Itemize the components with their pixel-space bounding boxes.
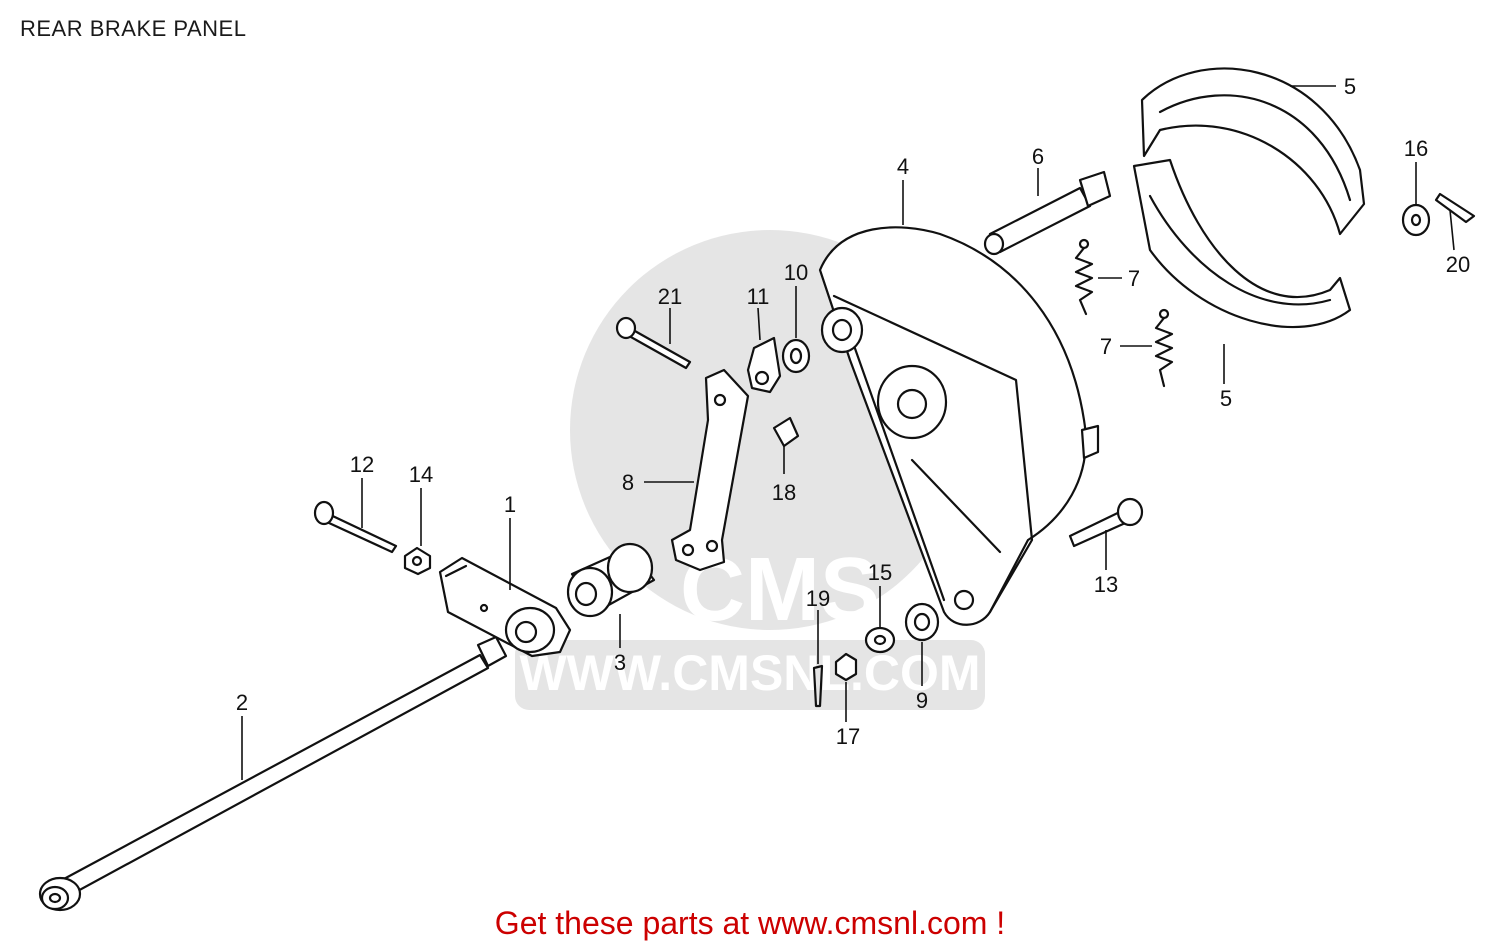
callout-labels: 1 2 3 4 5 5 6 7 7 8 9 10 11 12 13 14 15 … xyxy=(236,74,1470,749)
callout-6: 6 xyxy=(1032,144,1044,169)
page-title: REAR BRAKE PANEL xyxy=(20,16,247,41)
callout-16: 16 xyxy=(1404,136,1428,161)
callout-2: 2 xyxy=(236,690,248,715)
callout-21: 21 xyxy=(658,284,682,309)
part-2-brake-shaft xyxy=(38,635,508,912)
callout-14: 14 xyxy=(409,462,433,487)
part-8-link-arm xyxy=(670,368,750,572)
part-6-brake-cam xyxy=(983,170,1112,256)
part-3-collar xyxy=(566,542,656,618)
callout-20: 20 xyxy=(1446,252,1470,277)
callout-5-upper: 5 xyxy=(1344,74,1356,99)
callout-15: 15 xyxy=(868,560,892,585)
part-5-brake-shoe-lower xyxy=(1132,158,1352,329)
leader-lines xyxy=(241,85,1455,780)
part-21-bolt xyxy=(615,316,692,370)
callout-5-lower: 5 xyxy=(1220,386,1232,411)
part-20-cotter-pin xyxy=(1434,192,1476,224)
callout-11: 11 xyxy=(747,284,770,309)
callout-18: 18 xyxy=(772,480,796,505)
part-11-indicator-plate xyxy=(746,336,782,394)
part-14-nut xyxy=(403,546,432,576)
callout-19: 19 xyxy=(806,586,830,611)
part-10-seal xyxy=(781,338,811,374)
callout-1: 1 xyxy=(504,492,516,517)
part-9-seal xyxy=(904,602,940,642)
part-4-brake-panel xyxy=(818,226,1100,626)
callout-4: 4 xyxy=(897,154,909,179)
callout-7-lower: 7 xyxy=(1100,334,1112,359)
part-16-washer xyxy=(1401,203,1431,237)
part-7-spring-lower xyxy=(1154,308,1174,388)
callout-12: 12 xyxy=(350,452,374,477)
watermark-url: WWW.CMSNL.COM xyxy=(519,645,980,701)
part-19-cotter-pin xyxy=(812,664,824,708)
part-15-washer xyxy=(864,626,896,654)
part-12-bolt xyxy=(313,500,398,554)
part-5-brake-shoe-upper xyxy=(1140,67,1366,236)
callout-8: 8 xyxy=(622,470,634,495)
callout-13: 13 xyxy=(1094,572,1118,597)
callout-17: 17 xyxy=(836,724,860,749)
callout-7-upper: 7 xyxy=(1128,266,1140,291)
watermark-banner xyxy=(515,640,985,710)
part-1-brake-arm xyxy=(438,556,572,658)
callout-10: 10 xyxy=(784,260,808,285)
part-17-nut xyxy=(834,652,858,682)
callout-9: 9 xyxy=(916,688,928,713)
footer-link[interactable]: Get these parts at www.cmsnl.com ! xyxy=(494,905,1006,941)
part-18-collar xyxy=(772,416,800,448)
part-13-bolt xyxy=(1068,497,1144,548)
part-7-spring-upper xyxy=(1074,238,1094,316)
callout-3: 3 xyxy=(614,650,626,675)
